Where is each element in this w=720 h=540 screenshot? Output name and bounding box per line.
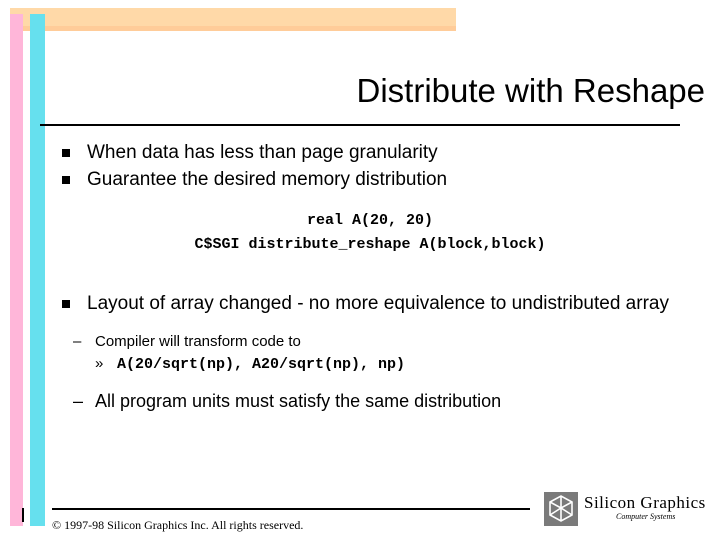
title-divider	[40, 124, 680, 126]
sub-sub-bullet-item: » A(20/sqrt(np), A20/sqrt(np), np)	[55, 355, 685, 375]
sub-bullet-item: – Compiler will transform code to	[55, 331, 685, 353]
footer-copyright: © 1997-98 Silicon Graphics Inc. All righ…	[52, 518, 304, 532]
code-line: real A(20, 20)	[306, 212, 434, 229]
sgi-cube-icon	[544, 492, 578, 526]
sub-bullet-item: – All program units must satisfy the sam…	[55, 389, 685, 413]
dash-bullet-icon: –	[73, 391, 84, 411]
bullet-text: Layout of array changed - no more equiva…	[87, 293, 669, 314]
top-accent-bar	[10, 8, 456, 26]
bullet-text: When data has less than page granularity	[87, 142, 438, 163]
dash-bullet-icon: –	[73, 333, 82, 350]
sgi-logo-tagline: Computer Systems	[616, 512, 676, 521]
footer-divider	[52, 508, 530, 510]
slide-body: When data has less than page granularity…	[55, 140, 685, 413]
sub-bullet-text: All program units must satisfy the same …	[95, 391, 502, 411]
bullet-text: Guarantee the desired memory distributio…	[87, 169, 448, 190]
sgi-logo: Silicon Graphics Computer Systems	[544, 492, 705, 526]
square-bullet-icon	[62, 149, 70, 157]
square-bullet-icon	[62, 300, 70, 308]
bullet-item: Layout of array changed - no more equiva…	[55, 291, 685, 317]
sub-sub-bullet-text: A(20/sqrt(np), A20/sqrt(np), np)	[117, 356, 406, 373]
top-accent-bar-shadow	[10, 26, 456, 31]
bullet-item: Guarantee the desired memory distributio…	[55, 167, 685, 193]
slide-title: Distribute with Reshape	[356, 72, 706, 109]
left-pink-bar	[10, 14, 23, 526]
left-cyan-bar	[30, 14, 45, 526]
sgi-logo-name: Silicon Graphics	[584, 493, 706, 512]
footer-tick-mark	[22, 508, 24, 522]
sub-bullet-text: Compiler will transform code to	[95, 333, 301, 350]
square-bullet-icon	[62, 176, 70, 184]
bullet-item: When data has less than page granularity	[55, 140, 685, 166]
guillemet-bullet-icon: »	[95, 355, 104, 372]
code-block: real A(20, 20) C$SGI distribute_reshape …	[55, 209, 685, 257]
code-line: C$SGI distribute_reshape A(block,block)	[194, 236, 546, 253]
